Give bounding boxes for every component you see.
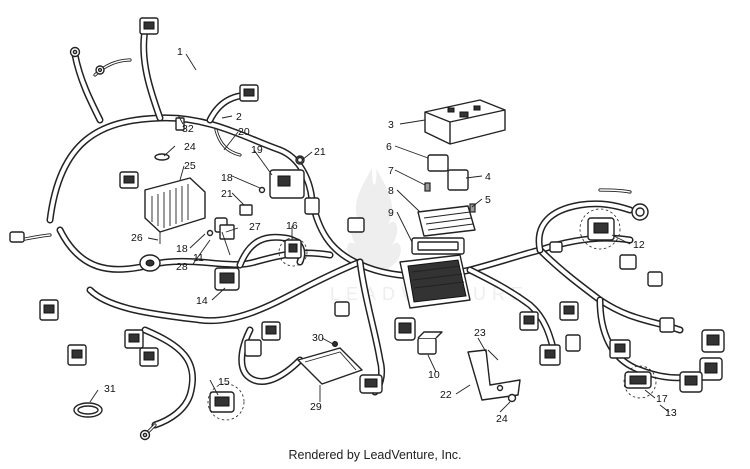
callout-13: 13 bbox=[665, 407, 677, 419]
callout-labels: 1 2 3 4 5 6 7 8 9 10 11 12 13 14 15 16 1… bbox=[104, 46, 677, 425]
callout-25: 25 bbox=[184, 160, 196, 172]
module-29 bbox=[297, 341, 363, 385]
callout-32: 32 bbox=[182, 123, 194, 135]
callout-15: 15 bbox=[218, 376, 230, 388]
callout-4: 4 bbox=[485, 171, 491, 183]
callout-6: 6 bbox=[386, 141, 392, 153]
leader-lines bbox=[89, 53, 670, 421]
callout-11: 11 bbox=[193, 252, 204, 264]
callout-9: 9 bbox=[388, 207, 394, 219]
callout-30: 30 bbox=[312, 332, 324, 344]
callout-23: 23 bbox=[474, 327, 486, 339]
callout-21b: 21 bbox=[221, 188, 233, 200]
callout-18b: 18 bbox=[176, 243, 188, 255]
callout-10: 10 bbox=[428, 369, 440, 381]
connector-12 bbox=[579, 203, 649, 250]
callout-27: 27 bbox=[249, 221, 261, 233]
main-harness bbox=[46, 26, 704, 429]
callout-7: 7 bbox=[388, 165, 394, 177]
callout-1: 1 bbox=[177, 46, 183, 58]
callout-20: 20 bbox=[238, 126, 250, 138]
callout-26: 26 bbox=[131, 232, 143, 244]
callout-3: 3 bbox=[388, 119, 394, 131]
callout-19: 19 bbox=[251, 144, 263, 156]
callout-24b: 24 bbox=[496, 413, 508, 425]
ring-terminals bbox=[69, 46, 151, 441]
callout-24a: 24 bbox=[184, 141, 196, 153]
callout-29: 29 bbox=[310, 401, 322, 413]
clamp-31 bbox=[73, 402, 103, 418]
relays-fuses bbox=[417, 154, 476, 237]
relay-10 bbox=[417, 331, 443, 355]
callout-14: 14 bbox=[196, 295, 208, 307]
fuse-box-cover bbox=[424, 99, 506, 145]
callout-17: 17 bbox=[656, 393, 668, 405]
callout-8: 8 bbox=[388, 185, 394, 197]
callout-28: 28 bbox=[176, 261, 188, 273]
callout-5: 5 bbox=[485, 194, 491, 206]
callout-18a: 18 bbox=[221, 172, 233, 184]
callout-22: 22 bbox=[440, 389, 452, 401]
callout-16: 16 bbox=[286, 220, 298, 232]
callout-12: 12 bbox=[633, 239, 645, 251]
footer-credit: Rendered by LeadVenture, Inc. bbox=[288, 448, 462, 462]
bracket-22 bbox=[467, 349, 521, 403]
connectors bbox=[9, 17, 725, 413]
regulator-25 bbox=[144, 153, 206, 244]
callout-31: 31 bbox=[104, 383, 116, 395]
fuse-block bbox=[399, 237, 471, 309]
callout-2: 2 bbox=[236, 111, 242, 123]
callout-21a: 21 bbox=[314, 146, 326, 158]
